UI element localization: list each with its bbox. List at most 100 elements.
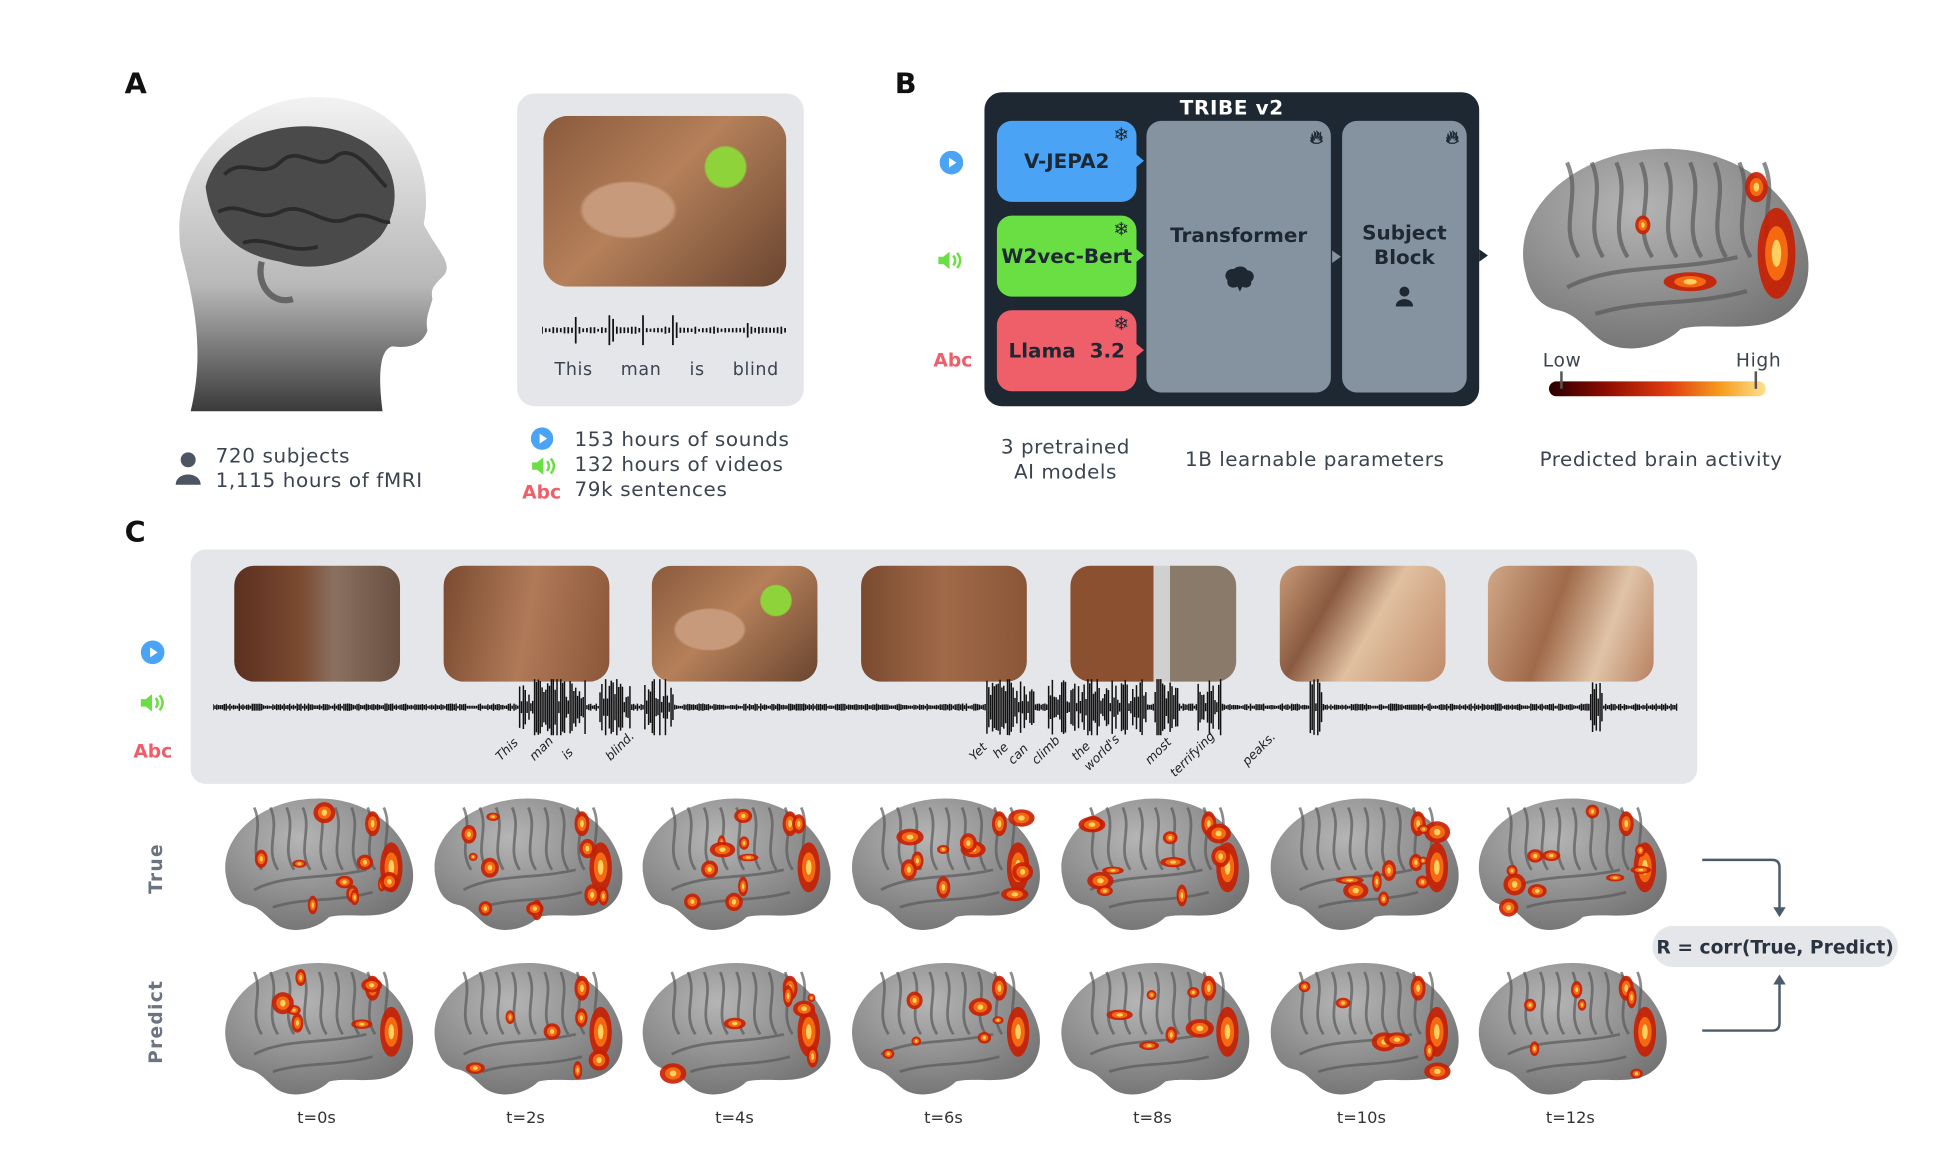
true-brain-map xyxy=(1053,793,1252,941)
text-abc-icon: Abc xyxy=(133,740,173,763)
video-frame-climber xyxy=(543,115,787,287)
colorbar-low-label: Low xyxy=(1542,348,1582,372)
person-icon xyxy=(1342,285,1467,312)
time-label: t=0s xyxy=(297,1109,336,1128)
sound-hours: 153 hours of sounds xyxy=(574,427,790,452)
speaker-icon xyxy=(531,455,558,482)
predicted-brain-map xyxy=(426,957,625,1105)
video-frame xyxy=(1279,565,1445,682)
brain-map xyxy=(1061,798,1250,930)
text-abc-icon: Abc xyxy=(522,481,562,504)
brain-map xyxy=(852,798,1041,930)
predicted-brain-map xyxy=(1053,957,1252,1105)
model-label: W2vec-Bert xyxy=(1001,244,1132,268)
true-brain-map xyxy=(1262,793,1461,941)
row-label-true: True xyxy=(144,843,167,895)
snowflake-icon: ❄ xyxy=(1113,218,1130,241)
model-title: TRIBE v2 xyxy=(1179,95,1284,120)
correlation-formula: R = corr(True, Predict) xyxy=(1652,925,1898,968)
row-label-predict: Predict xyxy=(144,979,167,1064)
colorbar-tick xyxy=(1560,371,1563,389)
brain-map xyxy=(1270,962,1459,1095)
word: blind xyxy=(732,360,779,381)
brain-map xyxy=(1479,798,1667,930)
word: This xyxy=(554,360,593,381)
true-brain-map xyxy=(844,793,1043,941)
brain-map xyxy=(1479,962,1667,1095)
video-play-icon xyxy=(140,640,165,670)
brain-map xyxy=(1523,148,1809,349)
word: is xyxy=(689,360,705,381)
brain-map xyxy=(643,962,832,1095)
panel-label-b: B xyxy=(894,68,917,101)
brain-map xyxy=(434,962,623,1095)
subject-block: 🔥︎ Subject Block xyxy=(1342,120,1467,393)
true-brain-map xyxy=(426,793,625,941)
caption-output: Predicted brain activity xyxy=(1539,447,1783,472)
head-illustration xyxy=(179,97,447,412)
predicted-brain-map xyxy=(635,957,834,1105)
word: man xyxy=(620,360,662,381)
output-arrow xyxy=(1479,249,1488,262)
brain-map xyxy=(434,798,623,930)
video-frame xyxy=(443,565,609,682)
correlation-arrows xyxy=(1702,858,1786,1032)
predicted-brain-map xyxy=(1471,957,1670,1105)
video-play-icon xyxy=(939,150,964,180)
brain-map xyxy=(225,798,414,930)
time-label: t=10s xyxy=(1336,1109,1386,1128)
time-label: t=6s xyxy=(924,1109,963,1128)
caption-models-line1: 3 pretrained xyxy=(1000,434,1130,459)
flame-icon: 🔥︎ xyxy=(1445,125,1460,149)
caption-params: 1B learnable parameters xyxy=(1185,447,1445,472)
arrow-tip xyxy=(1332,250,1341,263)
speaker-icon xyxy=(140,692,170,719)
predicted-brain-map xyxy=(844,957,1043,1105)
colorbar-high-label: High xyxy=(1735,348,1782,372)
snowflake-icon: ❄ xyxy=(1113,123,1130,146)
brain-in-head xyxy=(205,126,395,267)
true-brain-map xyxy=(1471,793,1670,941)
transformer-label: Transformer xyxy=(1170,223,1308,247)
video-frame xyxy=(234,565,401,682)
person-icon xyxy=(174,451,201,491)
video-frame xyxy=(1488,565,1654,682)
predicted-brain-map xyxy=(217,957,416,1105)
text-abc-icon: Abc xyxy=(933,348,973,372)
model-label: V-JEPA2 xyxy=(1024,149,1110,174)
time-label: t=4s xyxy=(715,1109,754,1128)
arrow-tip xyxy=(1136,343,1144,357)
encoder-v-jepa2: V-JEPA2 ❄ xyxy=(996,120,1144,202)
time-label: t=12s xyxy=(1545,1109,1595,1128)
colorbar xyxy=(1548,381,1766,397)
speaker-icon xyxy=(937,249,967,276)
encoder-llama: Llama 3.2 ❄ xyxy=(996,310,1144,392)
brain-map xyxy=(643,798,832,930)
transformer-block: 🔥︎ Transformer xyxy=(1146,120,1341,393)
true-brain-map xyxy=(635,793,834,941)
brain-map xyxy=(1061,962,1250,1095)
time-label: t=8s xyxy=(1133,1109,1172,1128)
video-play-icon xyxy=(530,427,554,454)
subject-block-line1: Subject xyxy=(1362,220,1447,245)
sentence-count: 79k sentences xyxy=(574,477,728,501)
audio-waveform xyxy=(213,679,1678,736)
colorbar-tick xyxy=(1754,371,1758,389)
fmri-hours: 1,115 hours of fMRI xyxy=(215,468,423,493)
video-hours: 132 hours of videos xyxy=(574,452,784,477)
arrow-tip xyxy=(1136,249,1144,262)
true-brain-map xyxy=(217,793,416,941)
snowflake-icon: ❄ xyxy=(1113,312,1130,336)
arrow-tip xyxy=(1136,154,1144,167)
encoder-w2vec-bert: W2vec-Bert ❄ xyxy=(996,215,1144,297)
subject-block-line2: Block xyxy=(1373,245,1435,270)
audio-waveform xyxy=(542,315,786,346)
subjects-count: 720 subjects xyxy=(215,443,351,468)
stimulus-card: This man is blind xyxy=(517,93,804,407)
panel-label-c: C xyxy=(124,517,146,550)
video-frame xyxy=(652,565,818,682)
video-frame xyxy=(861,565,1027,682)
model-label: Llama 3.2 xyxy=(1008,338,1125,363)
caption-models-line2: AI models xyxy=(1014,459,1117,484)
